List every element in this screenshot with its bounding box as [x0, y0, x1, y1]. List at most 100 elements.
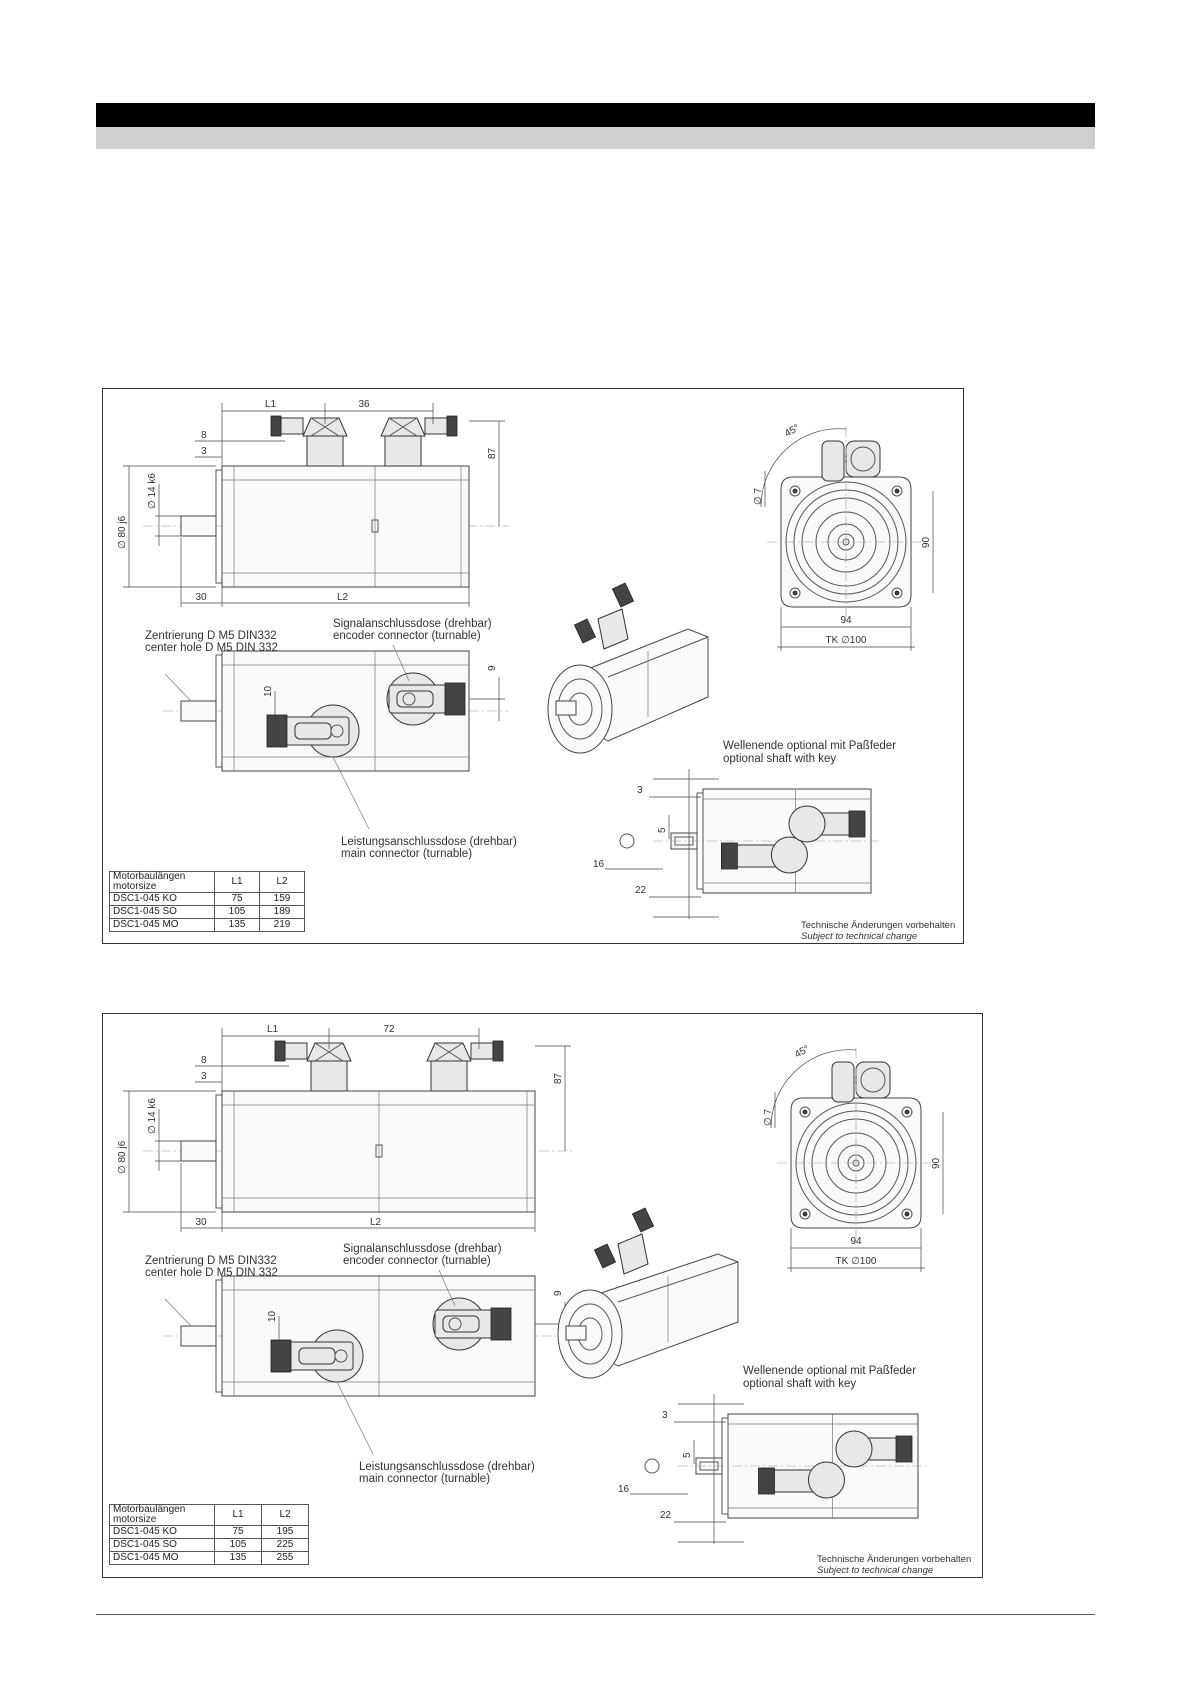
dim-8-label: 8 [201, 430, 207, 441]
dim-shaft-22-label: 22 [635, 885, 647, 896]
label-encoder-de: Signalanschlussdose (drehbar) [333, 618, 492, 630]
table-header-cell: Motorbaulängen motorsize [109, 871, 215, 893]
dim-shaft-dia-label: ∅ 14 k6 [147, 1098, 158, 1134]
dim-connector-spacing-label: 36 [358, 399, 370, 410]
note-en: Subject to technical change [817, 1565, 934, 1576]
label-center-hole-de: Zentrierung D M5 DIN332 [145, 630, 277, 642]
table-header-cell: L2 [261, 1504, 309, 1526]
front-view: 45° ∅ 7 90 94 TK ∅100 [753, 423, 934, 651]
dim-shaft-16-label: 16 [593, 859, 605, 870]
dim-l2-label: L2 [337, 592, 349, 603]
dim-3-label: 3 [201, 1071, 207, 1082]
table-cell: 225 [261, 1538, 309, 1552]
table-header-cell: Motorbaulängen motorsize [109, 1504, 215, 1526]
table-header-cell: L1 [214, 871, 260, 893]
connector-top-1 [274, 1040, 352, 1092]
table-cell: 189 [259, 905, 305, 919]
dim-shaft-3-label: 3 [637, 785, 643, 796]
label-main-en: main connector (turnable) [359, 1473, 490, 1485]
isometric-view [557, 1207, 739, 1379]
dim-87-label: 87 [487, 447, 498, 459]
dim-9-label: 9 [487, 665, 498, 671]
table-cell: DSC1-045 SO [109, 1538, 215, 1552]
main-connector-plan [266, 704, 360, 758]
table-cell: DSC1-045 MO [109, 918, 215, 932]
dim-angle-label: 45° [793, 1044, 812, 1061]
label-center-hole-en: center hole D M5 DIN 332 [145, 642, 278, 654]
label-shaft-en: optional shaft with key [743, 1378, 856, 1390]
dim-10-label: 10 [263, 685, 274, 697]
table-cell: 105 [214, 905, 260, 919]
label-shaft-en: optional shaft with key [723, 753, 836, 765]
connector-top-1 [270, 415, 348, 467]
table-cell: 195 [261, 1525, 309, 1539]
dim-angle-label: 45° [783, 423, 802, 440]
encoder-connector-plan [432, 1297, 512, 1351]
label-main-de: Leistungsanschlussdose (drehbar) [341, 836, 517, 848]
dim-8-label: 8 [201, 1055, 207, 1066]
header-grey-bar [96, 127, 1095, 149]
dim-connector-spacing-label: 72 [383, 1024, 395, 1035]
dim-87-label: 87 [553, 1072, 564, 1084]
isometric-view [547, 582, 709, 754]
table-cell: 219 [259, 918, 305, 932]
table-cell: DSC1-045 KO [109, 1525, 215, 1539]
dim-flange-dia-label: ∅ 80 j6 [117, 1140, 128, 1174]
keyed-shaft-view: 3 5 16 22 [593, 769, 881, 919]
connector-top-2 [380, 415, 458, 467]
label-main-en: main connector (turnable) [341, 848, 472, 860]
dim-tk-label: TK ∅100 [826, 635, 867, 646]
plan-view-bottom: 109 [163, 1269, 575, 1455]
dim-9-label: 9 [553, 1290, 564, 1296]
dim-shaft-3-label: 3 [662, 1410, 668, 1421]
dim-30-label: 30 [195, 1217, 207, 1228]
table-cell: 159 [259, 892, 305, 906]
table-cell: 75 [214, 892, 260, 906]
dim-shaft-22-label: 22 [660, 1510, 672, 1521]
dim-94-label: 94 [850, 1236, 862, 1247]
table-cell: 135 [214, 918, 260, 932]
label-center-hole-de: Zentrierung D M5 DIN332 [145, 1255, 277, 1267]
dim-90-label: 90 [931, 1157, 942, 1169]
dim-shaft-5-label: 5 [657, 827, 668, 833]
table-header-cell: L1 [214, 1504, 262, 1526]
dim-90-label: 90 [921, 536, 932, 548]
label-encoder-en: encoder connector (turnable) [333, 630, 481, 642]
dim-hole-dia-label: ∅ 7 [753, 488, 764, 505]
dim-l2-label: L2 [370, 1217, 382, 1228]
label-encoder-de: Signalanschlussdose (drehbar) [343, 1243, 502, 1255]
connector-top-2 [426, 1040, 504, 1092]
dim-shaft-5-label: 5 [682, 1452, 693, 1458]
table-cell: 75 [214, 1525, 262, 1539]
main-connector-plan [270, 1329, 364, 1383]
encoder-connector-plan [386, 672, 466, 726]
note-de: Technische Änderungen vorbehalten [801, 920, 956, 931]
table-cell: 255 [261, 1551, 309, 1565]
table-cell: 135 [214, 1551, 262, 1565]
dim-shaft-dia-label: ∅ 14 k6 [147, 473, 158, 509]
note-en: Subject to technical change [801, 931, 918, 942]
label-shaft-de: Wellenende optional mit Paßfeder [723, 740, 896, 752]
table-cell: DSC1-045 KO [109, 892, 215, 906]
table-header-cell: L2 [259, 871, 305, 893]
dim-94-label: 94 [840, 615, 852, 626]
dim-3-label: 3 [201, 446, 207, 457]
